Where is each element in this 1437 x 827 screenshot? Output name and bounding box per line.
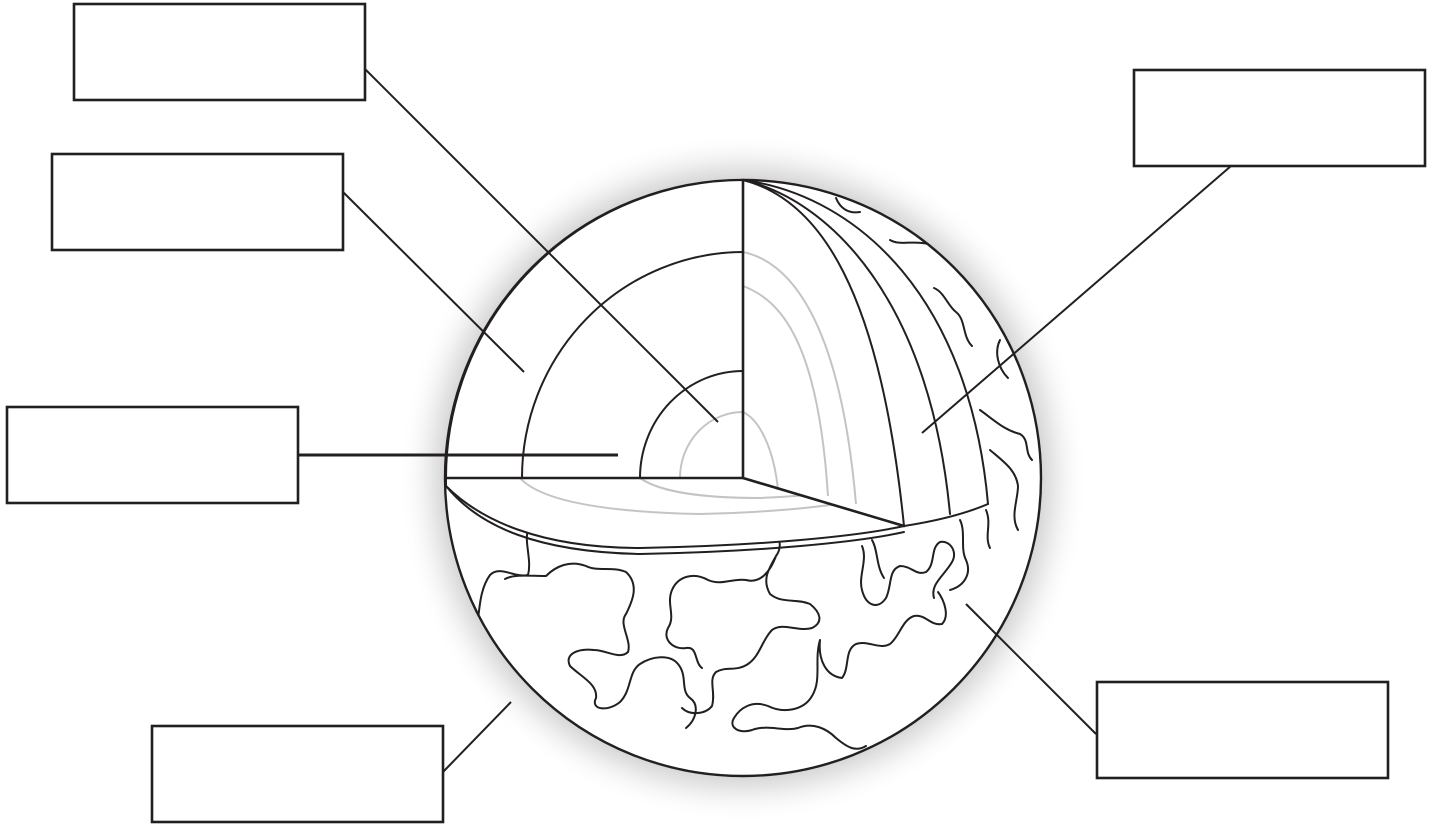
label-box-upper-left[interactable] [52,154,343,250]
leader-bottom-left [443,702,511,772]
left-cut-face [446,180,743,478]
label-box-bottom-left[interactable] [152,726,443,822]
label-box-top-left[interactable] [74,4,365,100]
label-box-bottom-right[interactable] [1097,682,1388,778]
label-box-top-right[interactable] [1134,70,1425,166]
label-box-middle-left[interactable] [7,407,298,503]
